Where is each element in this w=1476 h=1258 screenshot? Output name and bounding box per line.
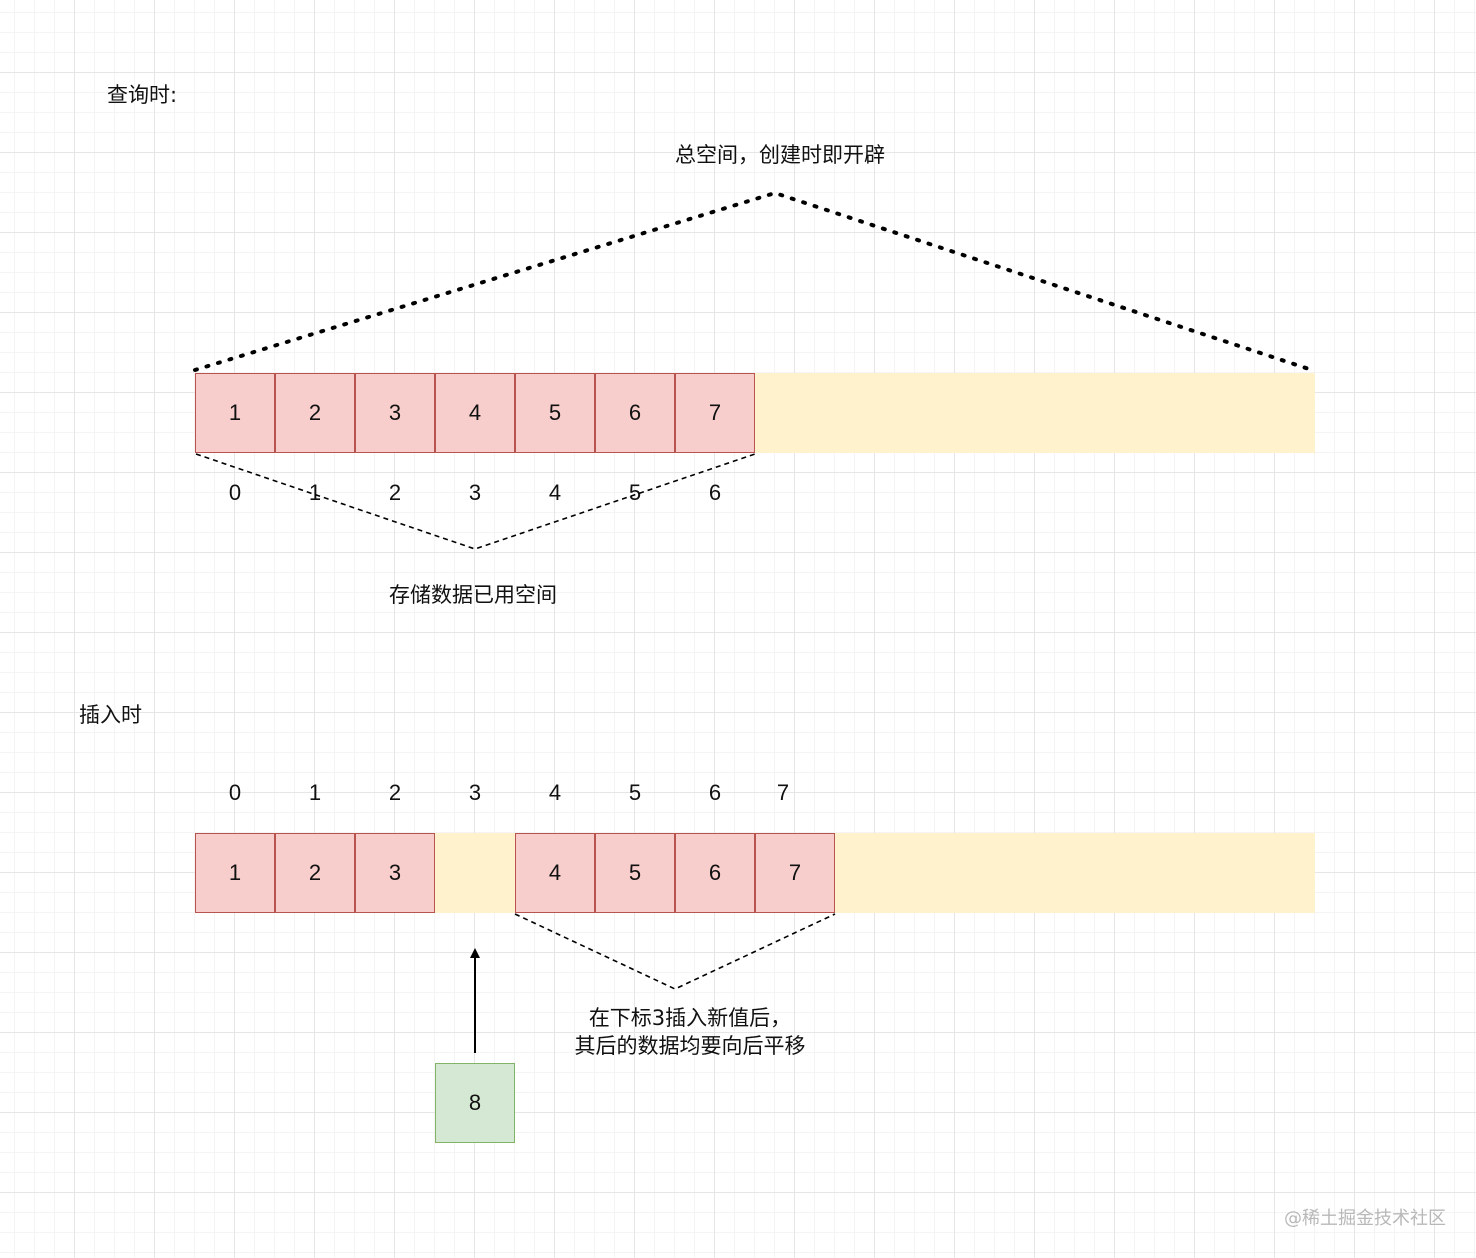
query-cell: 4 [435, 373, 515, 453]
insert-index: 6 [708, 780, 722, 805]
insert-index: 1 [308, 780, 322, 805]
insert-cell: 3 [355, 833, 435, 913]
query-index: 6 [708, 480, 722, 505]
insert-section-title: 插入时 [79, 703, 142, 727]
total-space-bracket [193, 190, 1317, 373]
insert-cell: 2 [275, 833, 355, 913]
shifted-cell: 5 [595, 833, 675, 913]
shifted-data-bracket [514, 913, 836, 990]
query-free-space [755, 373, 1315, 453]
insert-index: 5 [628, 780, 642, 805]
shifted-cell: 4 [515, 833, 595, 913]
insert-index: 7 [776, 780, 790, 805]
query-index: 4 [548, 480, 562, 505]
query-section-title: 查询时: [107, 83, 178, 107]
shifted-cell: 6 [675, 833, 755, 913]
query-cell: 5 [515, 373, 595, 453]
query-cell: 6 [595, 373, 675, 453]
query-index: 1 [308, 480, 322, 505]
used-space-bracket [195, 453, 756, 550]
query-index: 0 [228, 480, 242, 505]
insert-note-line2: 其后的数据均要向后平移 [574, 1034, 806, 1058]
query-index: 3 [468, 480, 482, 505]
used-space-label: 存储数据已用空间 [389, 583, 557, 607]
total-space-label: 总空间，创建时即开辟 [675, 143, 885, 167]
query-cell: 2 [275, 373, 355, 453]
query-cell: 1 [195, 373, 275, 453]
query-cell: 7 [675, 373, 755, 453]
insert-index: 3 [468, 780, 482, 805]
insert-note: 在下标3插入新值后， 其后的数据均要向后平移 [540, 1004, 840, 1060]
query-index: 2 [388, 480, 402, 505]
shifted-cell: 7 [755, 833, 835, 913]
query-cell: 3 [355, 373, 435, 453]
insert-note-line1: 在下标3插入新值后， [588, 1006, 792, 1030]
insert-index: 2 [388, 780, 402, 805]
insert-index: 0 [228, 780, 242, 805]
insert-index: 4 [548, 780, 562, 805]
insert-cell: 1 [195, 833, 275, 913]
new-value-cell: 8 [435, 1063, 515, 1143]
query-index: 5 [628, 480, 642, 505]
watermark: @稀土掘金技术社区 [1284, 1208, 1446, 1229]
